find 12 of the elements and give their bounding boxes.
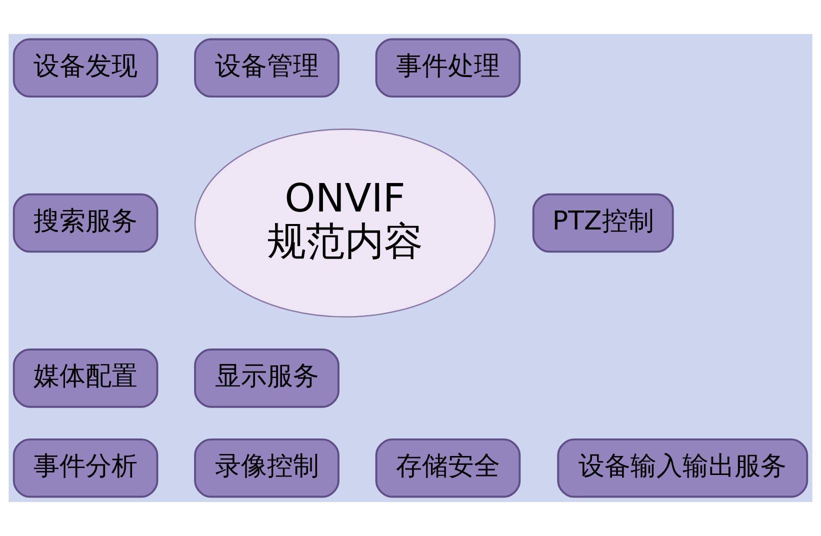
node-box: 媒体配置 bbox=[12, 348, 158, 408]
node-box: 设备管理 bbox=[194, 38, 340, 98]
node-box: 显示服务 bbox=[194, 348, 340, 408]
node-box: 设备发现 bbox=[12, 38, 158, 98]
node-box: 事件分析 bbox=[12, 438, 158, 498]
node-box: 存储安全 bbox=[375, 438, 521, 498]
node-box: 事件处理 bbox=[375, 38, 521, 98]
node-box: 设备输入输出服务 bbox=[557, 438, 808, 498]
node-box: 搜索服务 bbox=[12, 193, 158, 253]
node-ellipse: ONVIF 规范内容 bbox=[194, 128, 496, 318]
node-box: PTZ控制 bbox=[532, 193, 674, 253]
node-box: 录像控制 bbox=[194, 438, 340, 498]
